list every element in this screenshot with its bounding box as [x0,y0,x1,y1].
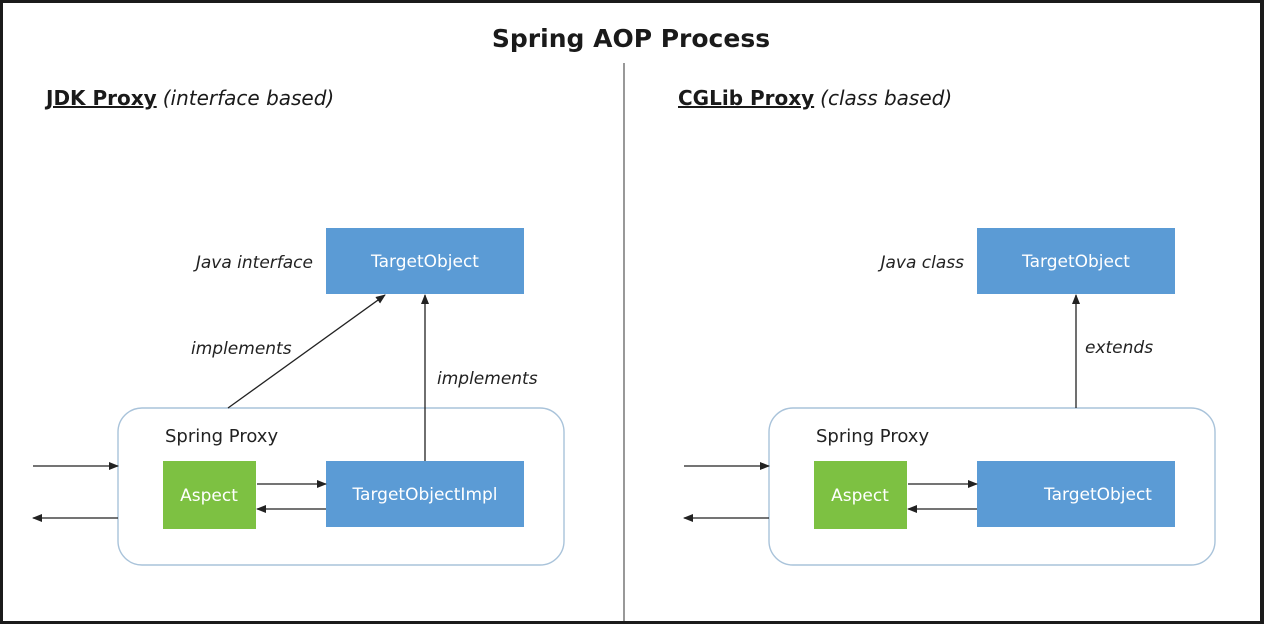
jdk-proxy-section: JDK Proxy (interface based) Java interfa… [32,86,565,566]
cglib-target-subclass-label: TargetObject [1043,485,1152,505]
jdk-target-impl-box [326,461,524,527]
diagram-title: Spring AOP Process [492,24,770,53]
cglib-heading-note: (class based) [820,86,952,110]
jdk-target-object-box [326,228,524,294]
cglib-proxy-section: CGLib Proxy (class based) Java class Tar… [678,86,1216,566]
jdk-heading-note: (interface based) [163,86,335,110]
jdk-proxy-implements-arrow [227,294,386,409]
jdk-target-object-label: TargetObject [370,252,479,272]
jdk-implements-left-label: implements [191,339,292,359]
jdk-target-kind: Java interface [193,253,313,273]
cglib-heading: CGLib Proxy [678,86,814,110]
cglib-aspect-box [814,461,907,529]
spring-aop-diagram: Spring AOP Process JDK Proxy (interface … [32,24,1216,621]
jdk-spring-proxy-label: Spring Proxy [165,426,278,447]
cglib-target-object-label: TargetObject [1021,252,1130,272]
jdk-target-impl-label: TargetObjectImpl [351,485,497,505]
jdk-implements-right-label: implements [437,369,538,389]
cglib-target-object-box [977,228,1175,294]
jdk-aspect-label: Aspect [180,486,238,506]
cglib-aspect-label: Aspect [831,486,889,506]
cglib-target-kind: Java class [877,253,964,273]
jdk-aspect-box [163,461,256,529]
diagram-canvas: Spring AOP Process JDK Proxy (interface … [3,3,1260,621]
cglib-target-subclass-box [977,461,1175,527]
cglib-spring-proxy-label: Spring Proxy [816,426,929,447]
jdk-heading: JDK Proxy [44,86,157,110]
cglib-extends-label: extends [1085,338,1153,358]
